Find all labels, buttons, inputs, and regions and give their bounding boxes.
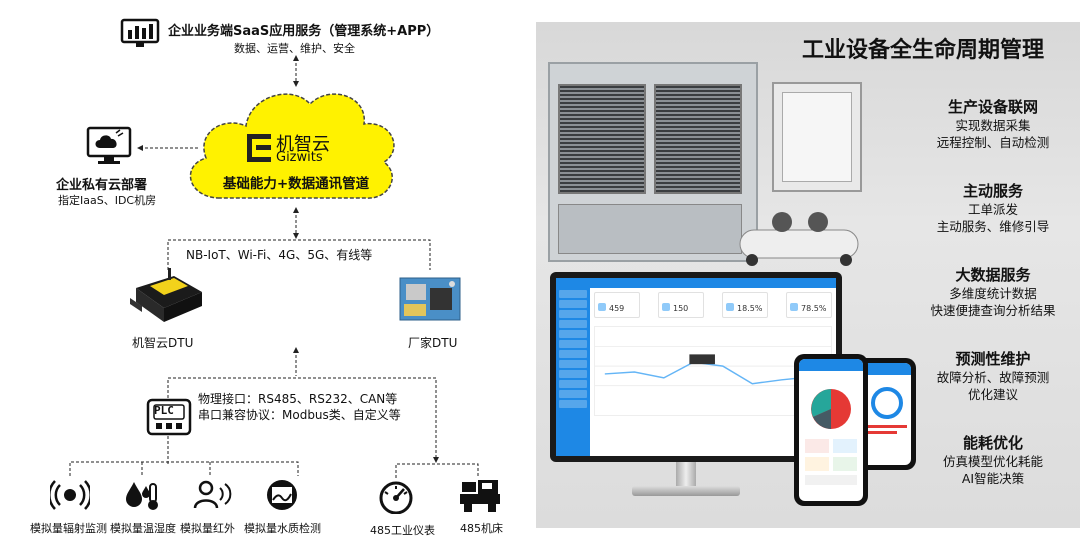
sensor-label-infrared: 模拟量红外 <box>180 522 235 535</box>
dtu1-label: 机智云DTU <box>132 336 194 350</box>
feature-title: 预测性维护 <box>955 350 1031 368</box>
feature-line: 工单派发 <box>967 202 1018 217</box>
feature-big-data: 大数据服务 多维度统计数据 快速便捷查询分析结果 <box>918 264 1068 319</box>
gizwits-logo-mark <box>247 134 271 162</box>
feature-title: 生产设备联网 <box>947 98 1038 116</box>
feature-title: 大数据服务 <box>955 266 1031 284</box>
plc-icon <box>146 398 192 436</box>
stat-card: 459 <box>594 292 640 318</box>
gizwits-dtu-device <box>128 268 208 326</box>
radiation-sensor-icon <box>48 478 92 512</box>
machine-tool-icon <box>458 478 502 514</box>
feature-active-service: 主动服务 工单派发 主动服务、维修引导 <box>918 180 1068 235</box>
mobile-app-phone-front <box>794 354 868 506</box>
monitor-base <box>632 486 740 496</box>
monitor-neck <box>676 462 696 486</box>
feature-energy-optimization: 能耗优化 仿真模型优化耗能 AI智能决策 <box>918 432 1068 487</box>
hvac-unit-image <box>548 62 758 262</box>
saas-subtitle: 数据、运营、维护、安全 <box>234 42 355 55</box>
private-cloud-title: 企业私有云部署 <box>56 178 148 193</box>
lifecycle-management-panel: 工业设备全生命周期管理 生产设备联网 实现数据采集 远程控制、自动检测 主动服务… <box>536 22 1080 528</box>
feature-line: 多维度统计数据 <box>949 286 1037 301</box>
dashboard-monitor: 459 150 18.5% 78.5% <box>550 272 842 462</box>
dashboard-monitor-icon <box>120 18 160 47</box>
feature-line: AI智能决策 <box>961 471 1025 486</box>
feature-title: 能耗优化 <box>962 434 1023 452</box>
private-cloud-subtitle: 指定IaaS、IDC机房 <box>58 194 157 207</box>
feature-line: 仿真模型优化耗能 <box>942 454 1043 469</box>
feature-predictive-maintenance: 预测性维护 故障分析、故障预测 优化建议 <box>918 348 1068 403</box>
feature-line: 实现数据采集 <box>955 118 1031 133</box>
sensor-label-radiation: 模拟量辐射监测 <box>30 522 107 535</box>
connection-lines <box>69 55 479 478</box>
meter-label: 485工业仪表 <box>370 524 435 537</box>
cloud-shape <box>189 93 395 199</box>
saas-title: 企业业务端SaaS应用服务（管理系统+APP） <box>168 24 440 39</box>
dashboard-screen: 459 150 18.5% 78.5% <box>556 278 836 456</box>
machine-label: 485机床 <box>460 522 503 535</box>
feature-line: 主动服务、维修引导 <box>936 219 1050 234</box>
architecture-diagram: 企业业务端SaaS应用服务（管理系统+APP） 数据、运营、维护、安全 机智云 … <box>0 0 536 552</box>
water-quality-icon <box>262 478 302 512</box>
dashboard-line-chart <box>594 326 832 416</box>
dashboard-sidebar <box>556 288 590 456</box>
sensor-label-water: 模拟量水质检测 <box>244 522 321 535</box>
feature-line: 故障分析、故障预测 <box>936 370 1050 385</box>
stat-card: 78.5% <box>786 292 832 318</box>
feature-line: 远程控制、自动检测 <box>936 135 1050 150</box>
dashboard-stats: 459 150 18.5% 78.5% <box>594 292 832 318</box>
cloud-brand-en: Gizwits <box>276 150 323 165</box>
feature-line: 快速便捷查询分析结果 <box>930 303 1056 318</box>
stat-card: 150 <box>658 292 704 318</box>
gauge-meter-icon <box>376 480 416 515</box>
control-cabinet-image <box>772 82 862 192</box>
feature-line: 优化建议 <box>967 387 1018 402</box>
plc-interface-line: 物理接口：RS485、RS232、CAN等 <box>198 392 398 406</box>
cloud-text: 基础能力+数据通讯管道 <box>222 176 370 192</box>
infrared-sensor-icon <box>192 478 232 512</box>
feature-title: 主动服务 <box>962 182 1023 200</box>
panel-title: 工业设备全生命周期管理 <box>801 38 1044 63</box>
air-compressor-image <box>734 208 864 268</box>
sensor-label-temp-humidity: 模拟量温湿度 <box>110 522 176 535</box>
dashboard-topbar <box>556 278 836 288</box>
plc-text: PLC <box>154 404 174 417</box>
cloud-brand-cn: 机智云 <box>276 134 330 155</box>
feature-equipment-networking: 生产设备联网 实现数据采集 远程控制、自动检测 <box>918 96 1068 151</box>
vendor-dtu-board <box>398 274 464 324</box>
stat-card: 18.5% <box>722 292 768 318</box>
network-label: NB-IoT、Wi-Fi、4G、5G、有线等 <box>186 248 373 262</box>
temperature-humidity-icon <box>124 478 164 512</box>
plc-protocol-line: 串口兼容协议：Modbus类、自定义等 <box>198 408 401 422</box>
dtu2-label: 厂家DTU <box>408 336 458 350</box>
private-cloud-monitor-icon <box>86 126 132 166</box>
